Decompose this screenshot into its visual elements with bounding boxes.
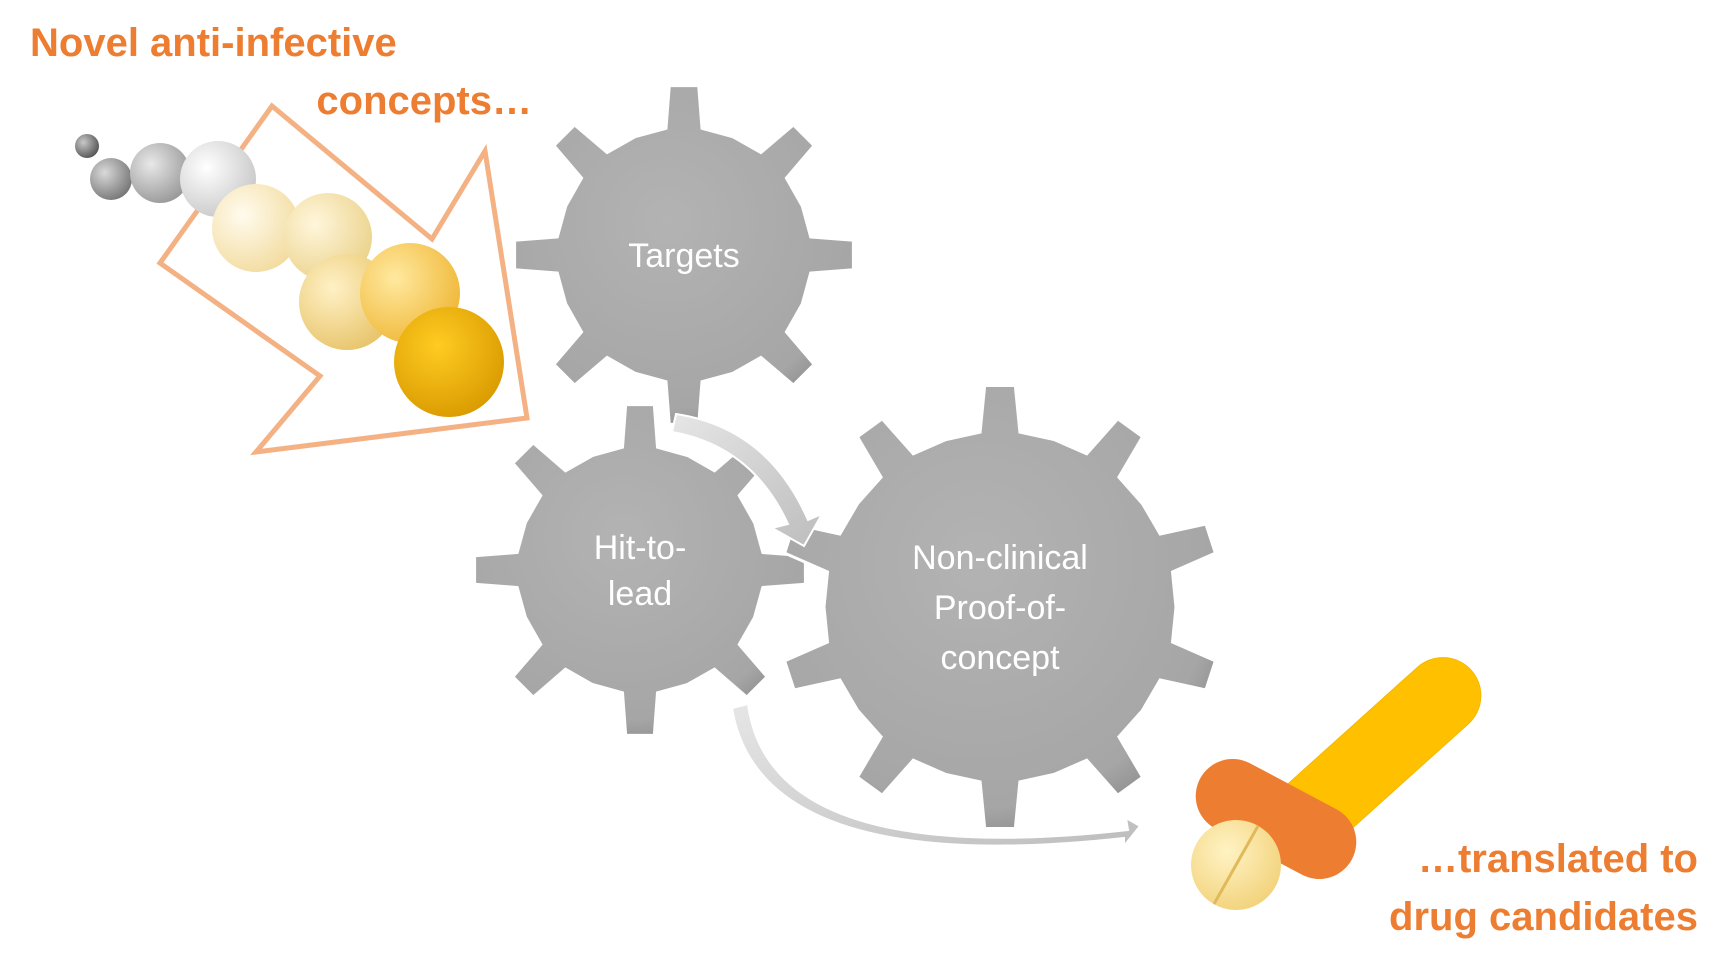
gear-label-hit-to-lead-1: Hit-to- bbox=[594, 529, 687, 567]
gear-icon bbox=[782, 384, 1218, 830]
headline-translated-line2: drug candidates bbox=[1389, 895, 1698, 939]
headline-translated-line1: …translated to bbox=[1417, 837, 1698, 881]
gear-hit-to-lead: Hit-to-lead bbox=[473, 403, 807, 737]
pills-icon bbox=[1191, 657, 1482, 910]
arrow-outline-icon bbox=[156, 102, 530, 456]
headline-novel-line1: Novel anti-infective bbox=[30, 21, 397, 65]
gear-label-non-clinical-3: concept bbox=[940, 639, 1060, 677]
gear-label-non-clinical-1: Non-clinical bbox=[912, 539, 1088, 577]
gear-label-targets-1: Targets bbox=[628, 237, 740, 275]
gear-label-hit-to-lead-2: lead bbox=[608, 575, 672, 613]
gear-icon bbox=[513, 84, 855, 426]
curved-arrow-icon bbox=[670, 412, 825, 548]
curved-arrow-icon bbox=[730, 702, 1142, 849]
headline-novel-line2: concepts… bbox=[316, 79, 532, 123]
gear-label-non-clinical-2: Proof-of- bbox=[934, 589, 1066, 627]
gear-targets: Targets bbox=[513, 84, 855, 426]
bead-chain-icon bbox=[75, 134, 504, 417]
